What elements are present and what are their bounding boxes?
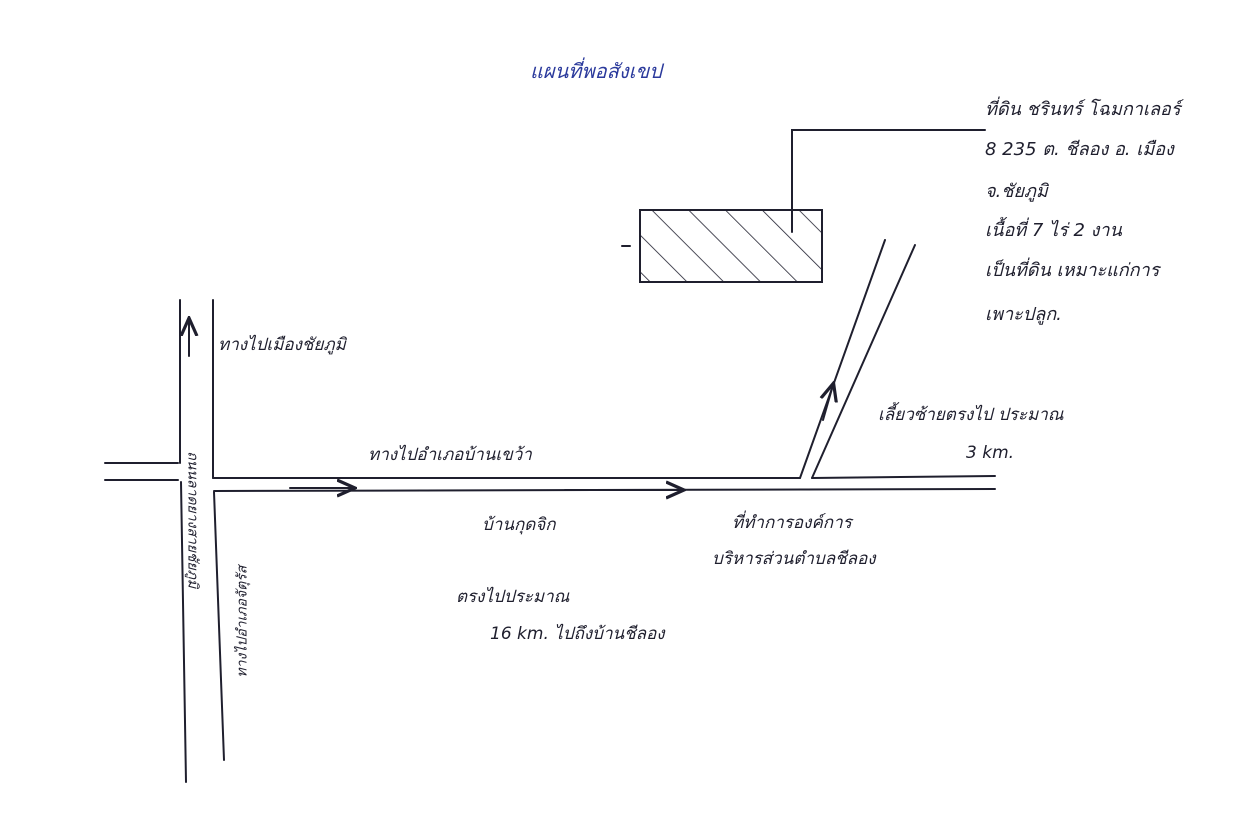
- branch-road-right-edge: [811, 244, 916, 479]
- arrow-up-icon: [823, 385, 833, 421]
- label-tao-office: ที่ทำการองค์การ: [732, 513, 852, 533]
- main-road-top-edge-east: [811, 475, 996, 479]
- parcel-description-cont: เพาะปลูก.: [985, 304, 1062, 325]
- label-turn-left: เลี้ยวซ้ายตรงไป ประมาณ: [878, 405, 1064, 425]
- label-vertical-road-south: ทางไปอำเภอจัตุรัส: [234, 565, 251, 678]
- label-main-road: ทางไปอำเภอบ้านเขว้า: [368, 445, 532, 465]
- hatched-parcel-icon: [639, 209, 823, 283]
- label-village: บ้านกุดจิก: [482, 515, 556, 535]
- parcel-callout-line: [791, 129, 986, 233]
- label-straight-distance-cont: 16 km. ไปถึงบ้านชีลอง: [490, 624, 665, 644]
- label-to-city: ทางไปเมืองชัยภูมิ: [218, 335, 346, 355]
- parcel-area: เนื้อที่ 7 ไร่ 2 งาน: [985, 220, 1122, 241]
- parcel-owner: ที่ดิน ชรินทร์ โฉมกาเลอร์: [985, 99, 1181, 120]
- label-tao-office-cont: บริหารส่วนตำบลชีลอง: [712, 549, 876, 569]
- map-title: แผนที่พอสังเขป: [530, 59, 662, 83]
- parcel-province: จ.ชัยภูมิ: [985, 181, 1048, 202]
- label-vertical-road: ถนนลาดยางสายชัยภูมิ: [184, 451, 201, 589]
- parcel-description: เป็นที่ดิน เหมาะแก่การ: [985, 260, 1160, 281]
- label-turn-left-distance: 3 km.: [966, 443, 1015, 463]
- branch-road-left-edge: [799, 239, 886, 479]
- vertical-road-left-edge-south: [180, 481, 187, 783]
- vertical-road-right-edge-south: [213, 491, 225, 761]
- label-straight-distance: ตรงไปประมาณ: [456, 587, 570, 607]
- parcel-address: 8 235 ต. ชีลอง อ. เมือง: [985, 139, 1174, 160]
